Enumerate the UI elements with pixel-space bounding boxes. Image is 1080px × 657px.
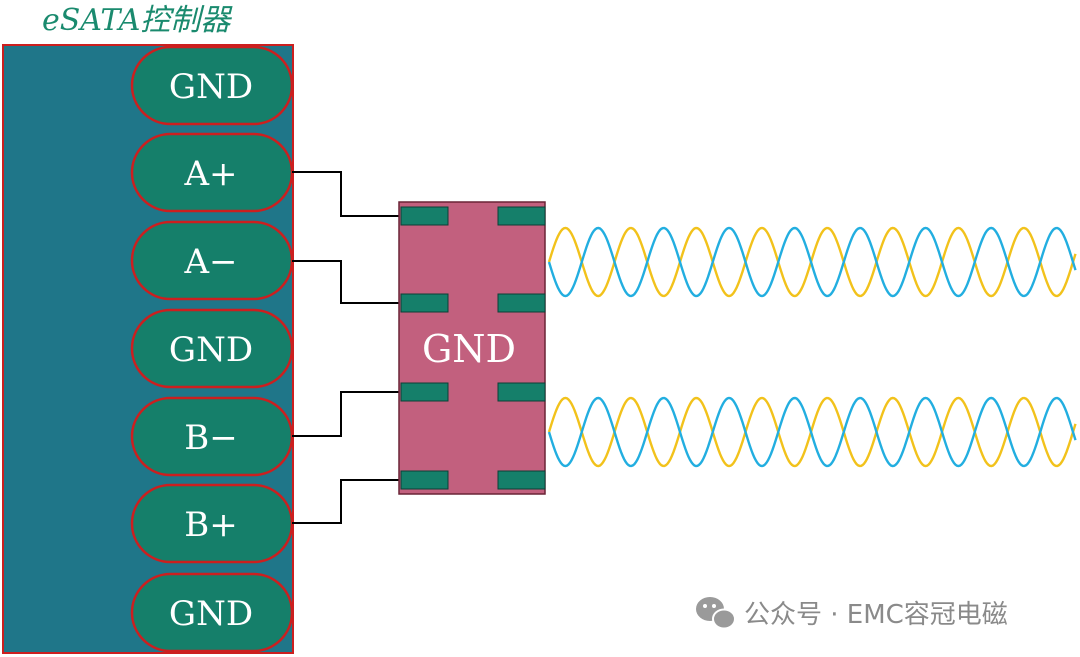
chip-pad <box>400 470 449 490</box>
twisted-pair-cables <box>547 226 1077 468</box>
chip-pad <box>497 293 546 313</box>
chip-pad <box>497 382 546 402</box>
pin-a-minus: A− <box>130 220 294 301</box>
chip-label: GND <box>422 327 516 371</box>
chip-pad <box>400 382 449 402</box>
chip-pad <box>400 293 449 313</box>
pin-gnd-2: GND <box>130 308 294 389</box>
pin-capsule <box>130 572 294 653</box>
pin-gnd-3: GND <box>130 572 294 653</box>
pin-label: A− <box>183 242 237 282</box>
pair-a-wire-blue <box>547 226 1077 298</box>
chip-body <box>398 201 546 495</box>
wire-b-plus <box>292 479 400 524</box>
controller-pins: GND A+ A− GND B− B+ GND <box>130 45 294 653</box>
watermark: 公众号 · EMC容冠电磁 <box>696 597 1008 630</box>
pin-b-plus: B+ <box>130 483 294 564</box>
pin-label: GND <box>169 330 253 370</box>
watermark-text: 公众号 · EMC容冠电磁 <box>744 600 1008 630</box>
pin-label: A+ <box>183 154 237 194</box>
pair-b-wire-blue <box>547 396 1077 468</box>
pin-label: B+ <box>184 505 237 545</box>
pin-capsule <box>130 45 294 126</box>
protection-chip: GND <box>398 201 546 495</box>
pin-label: GND <box>169 67 253 107</box>
signal-wires <box>292 171 400 524</box>
chip-pad <box>400 206 449 226</box>
pin-label: GND <box>169 594 253 634</box>
pin-a-plus: A+ <box>130 132 294 213</box>
pin-label: B− <box>184 418 237 458</box>
pin-capsule <box>130 308 294 389</box>
diagram-title: eSATA控制器 <box>42 3 233 38</box>
pin-b-minus: B− <box>130 396 294 477</box>
pair-a-wire-yellow <box>547 226 1077 298</box>
wire-a-minus <box>292 260 400 304</box>
wire-b-minus <box>292 391 400 437</box>
wire-a-plus <box>292 171 400 217</box>
chip-pad <box>497 470 546 490</box>
wechat-icon <box>696 597 736 630</box>
pin-gnd-1: GND <box>130 45 294 126</box>
pair-b-wire-yellow <box>547 396 1077 468</box>
chip-pad <box>497 206 546 226</box>
